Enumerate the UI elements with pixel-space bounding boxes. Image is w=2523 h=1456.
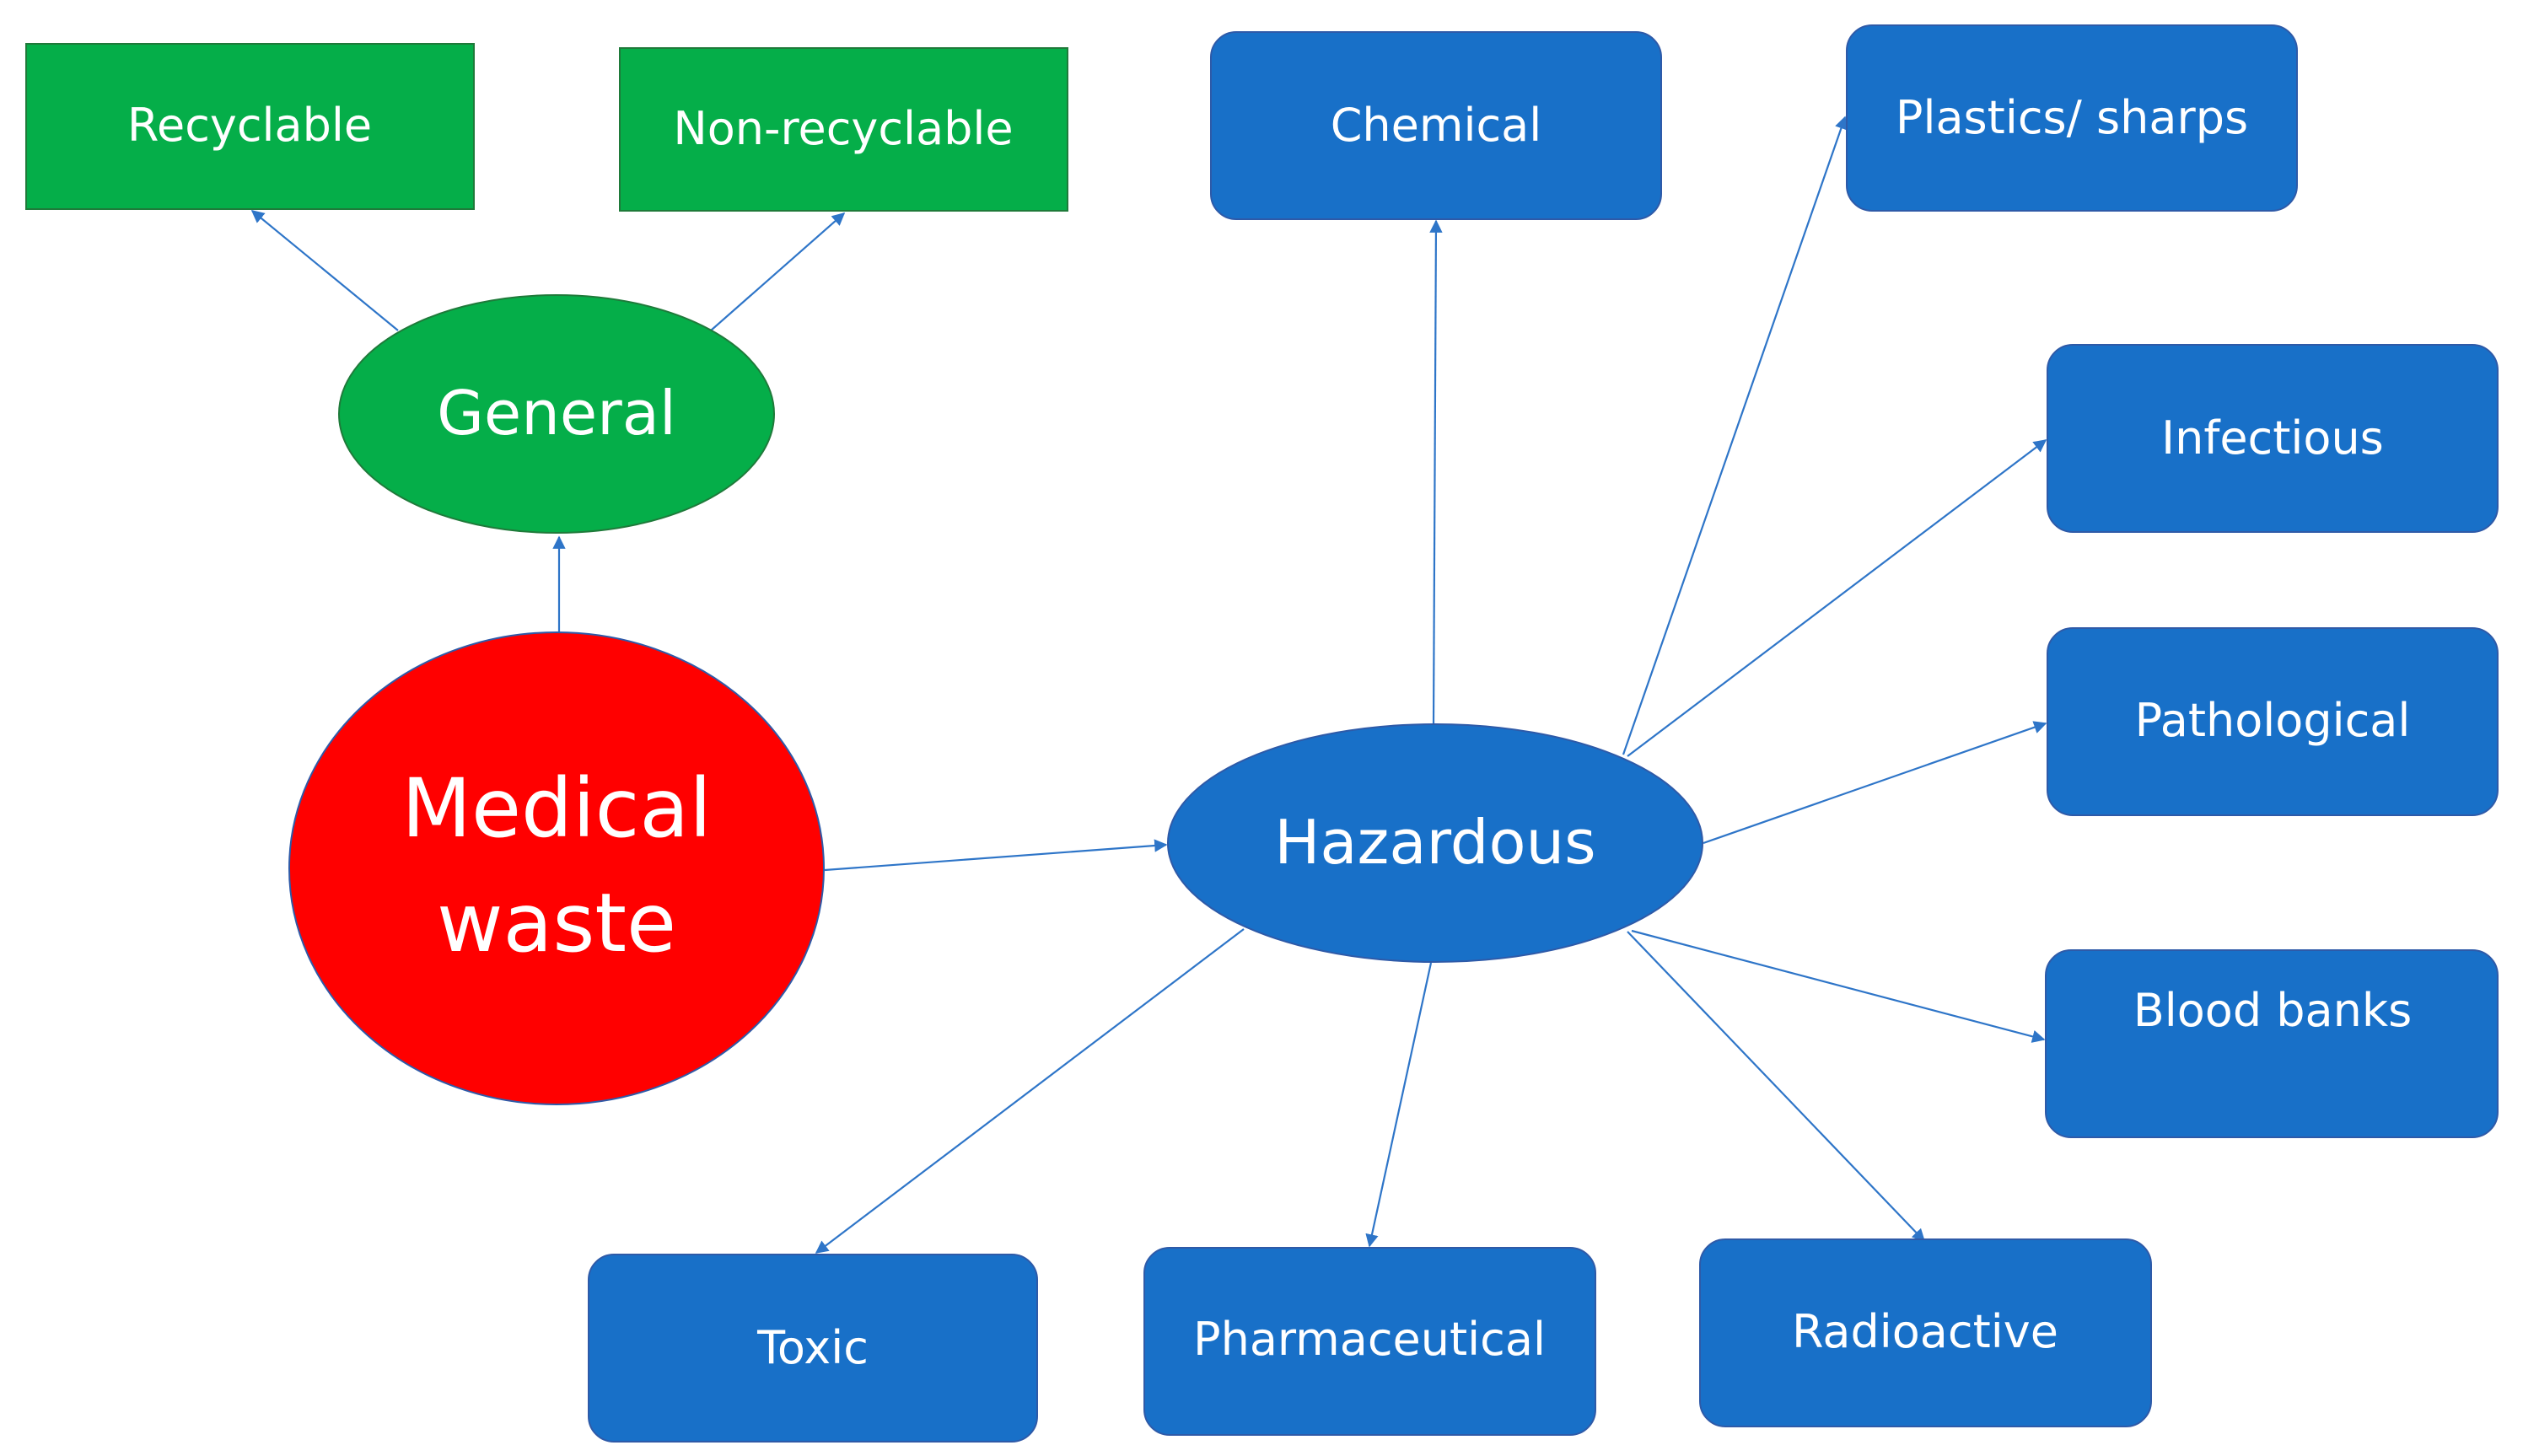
infectious-node: Infectious (2047, 344, 2499, 533)
connector-hazardous-to-toxic (815, 928, 1245, 1254)
general-label: General (437, 378, 676, 449)
recyclable-label: Recyclable (127, 99, 372, 152)
toxic-label: Toxic (756, 1321, 869, 1374)
toxic-node: Toxic (588, 1254, 1038, 1443)
connectors (250, 116, 2047, 1254)
general-node: General (338, 294, 775, 534)
non-recyclable-label: Non-recyclable (673, 102, 1013, 155)
connector-hazardous-to-pharmaceutical (1365, 962, 1433, 1248)
chemical-label: Chemical (1331, 99, 1542, 152)
blood-banks-node: Blood banks (2045, 949, 2499, 1138)
pharmaceutical-node: Pharmaceutical (1143, 1247, 1596, 1436)
plastics-sharps-label: Plastics/ sharps (1896, 91, 2248, 144)
hazardous-label: Hazardous (1274, 807, 1595, 878)
connector-hazardous-to-pathological (1703, 721, 2047, 845)
connector-hazardous-to-blood-banks (1631, 929, 2046, 1043)
pathological-label: Pathological (2135, 694, 2411, 747)
non-recyclable-node: Non-recyclable (619, 47, 1068, 212)
plastics-sharps-node: Plastics/ sharps (1846, 24, 2298, 212)
pharmaceutical-label: Pharmaceutical (1193, 1313, 1546, 1366)
connector-hazardous-to-plastics (1622, 116, 1848, 755)
radioactive-label: Radioactive (1792, 1305, 2058, 1358)
hazardous-node: Hazardous (1167, 723, 1703, 963)
chemical-node: Chemical (1210, 31, 1662, 220)
connector-hazardous-to-infectious (1627, 439, 2047, 757)
medical-waste-label-line2: waste (437, 876, 676, 970)
blood-banks-label: Blood banks (2133, 984, 2413, 1037)
connector-hazardous-to-radioactive (1627, 931, 1926, 1243)
pathological-node: Pathological (2047, 627, 2499, 816)
infectious-label: Infectious (2161, 411, 2384, 465)
radioactive-node: Radioactive (1699, 1238, 2152, 1427)
recyclable-node: Recyclable (25, 43, 475, 210)
connector-hazardous-to-chemical (1429, 219, 1443, 726)
connector-general-to-recyclable (250, 210, 399, 331)
medical-waste-node: Medical waste (288, 631, 825, 1105)
connector-general-to-non-recyclable (710, 212, 846, 331)
connector-root-to-hazardous (824, 839, 1168, 872)
medical-waste-label-line1: Medical (401, 761, 712, 856)
